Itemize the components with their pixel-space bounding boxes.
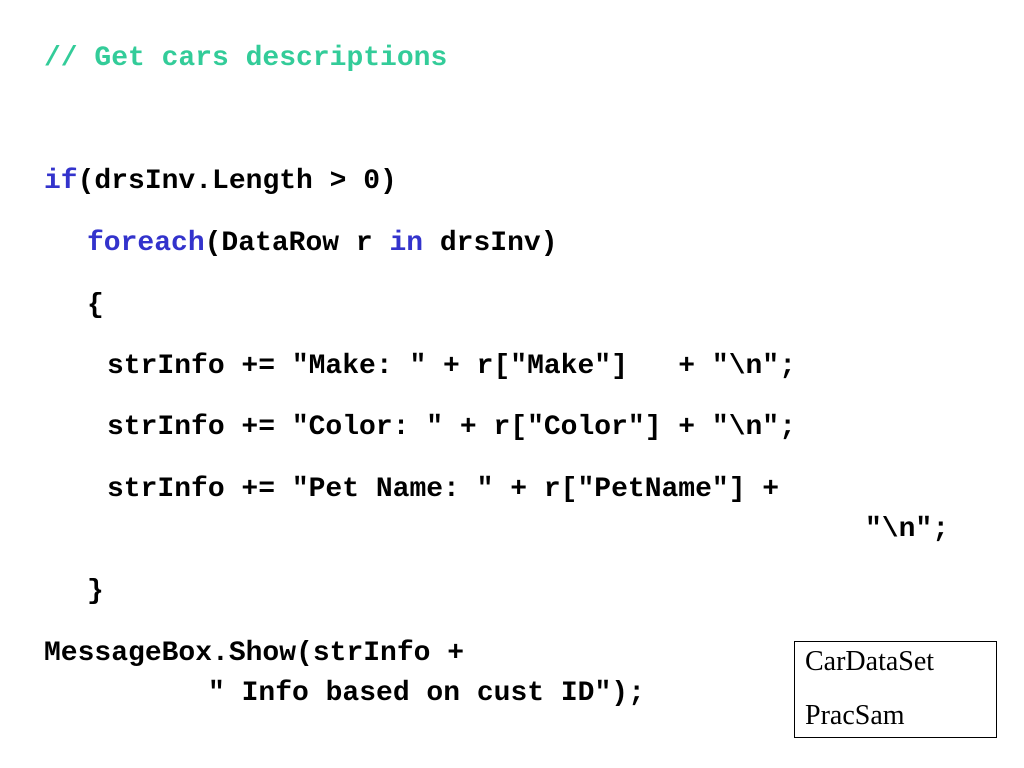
if-condition: (drsInv.Length > 0) xyxy=(77,166,397,197)
code-messagebox-line2: " Info based on cust ID"); xyxy=(208,678,645,709)
foreach-open: (DataRow r xyxy=(204,228,390,259)
code-line-make: strInfo += "Make: " + r["Make"] + "\n"; xyxy=(107,351,796,382)
code-line-color: strInfo += "Color: " + r["Color"] + "\n"… xyxy=(107,412,796,443)
code-comment: // Get cars descriptions xyxy=(44,43,448,74)
code-if-line: if(drsInv.Length > 0) xyxy=(44,166,397,198)
code-foreach-line: foreach(DataRow r in drsInv) xyxy=(87,228,558,260)
in-keyword: in xyxy=(389,228,424,259)
code-messagebox-line1: MessageBox.Show(strInfo + xyxy=(44,638,465,669)
code-open-brace: { xyxy=(87,290,104,321)
reference-item-cardataset: CarDataSet xyxy=(805,646,935,677)
if-keyword: if xyxy=(44,166,78,197)
code-line-petname-continuation: "\n"; xyxy=(865,514,950,545)
foreach-close: drsInv) xyxy=(423,228,558,259)
foreach-keyword: foreach xyxy=(87,228,205,259)
reference-box: CarDataSet PracSam xyxy=(794,641,997,738)
reference-item-pracsam: PracSam xyxy=(805,700,905,731)
code-line-petname: strInfo += "Pet Name: " + r["PetName"] + xyxy=(107,474,780,505)
code-close-brace: } xyxy=(87,576,104,607)
